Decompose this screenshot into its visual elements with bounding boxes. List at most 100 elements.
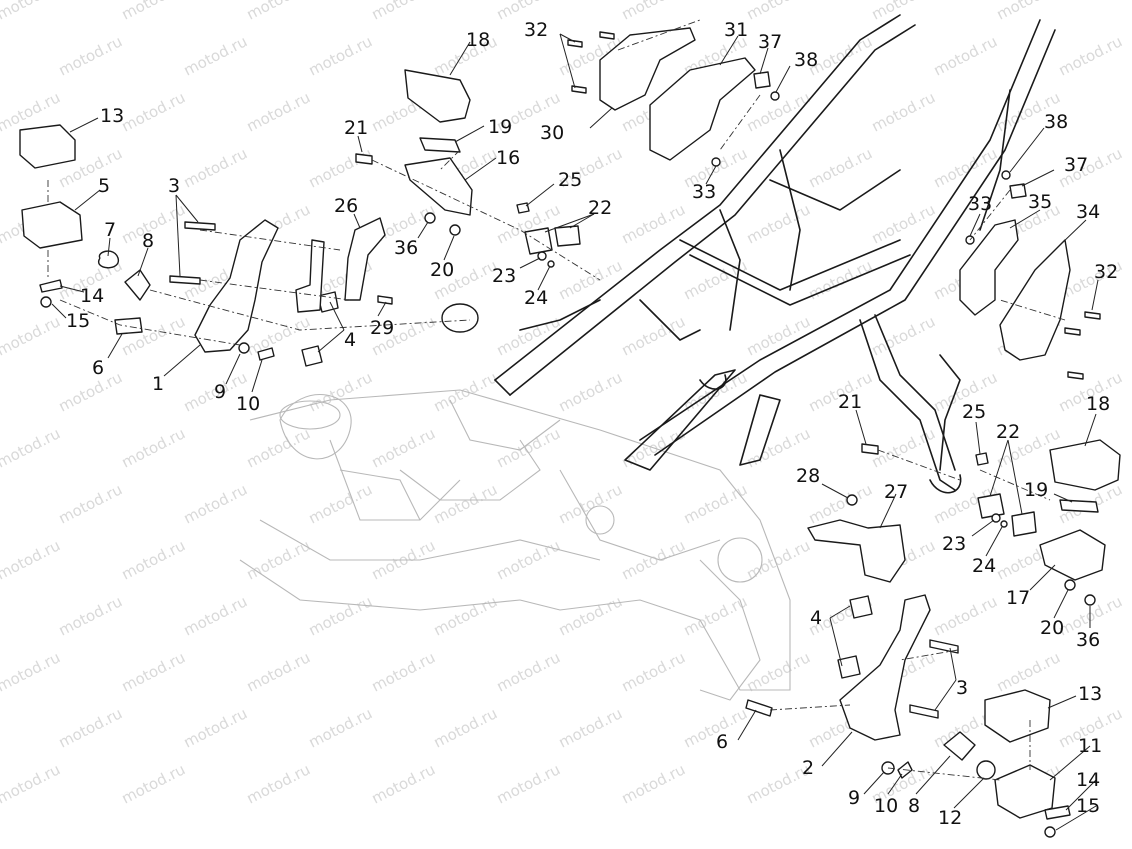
callout-10-right: 10: [874, 795, 898, 817]
footpeg-rubber-13: [19, 124, 76, 169]
watermark-text: motod.ru: [869, 0, 938, 24]
cap: [441, 303, 479, 333]
watermark-text: motod.ru: [119, 536, 188, 583]
ball-24b: [1000, 520, 1008, 528]
watermark-text: motod.ru: [244, 0, 313, 24]
callout-16: 16: [496, 147, 520, 169]
cover-35: [959, 219, 1019, 316]
watermark-text: motod.ru: [306, 144, 375, 191]
watermark-text: motod.ru: [56, 704, 125, 751]
footpeg-rubber-18b: [1049, 439, 1121, 491]
callout-28: 28: [796, 465, 820, 487]
bracket-2: [839, 594, 931, 741]
callout-11: 11: [1078, 735, 1102, 757]
spring-10: [257, 347, 275, 361]
watermark-text: motod.ru: [119, 0, 188, 24]
callout-3: 3: [168, 175, 180, 197]
pin-6: [114, 317, 143, 335]
footpeg-16: [404, 157, 473, 216]
watermark-text: motod.ru: [994, 648, 1063, 695]
plate-22c: [977, 493, 1005, 519]
bolt-3a: [184, 221, 216, 231]
callout-22-right: 22: [996, 421, 1020, 443]
watermark-text: motod.ru: [494, 760, 563, 807]
bracket-26: [344, 217, 386, 301]
watermark-text: motod.ru: [494, 424, 563, 471]
bolt-32d: [1084, 311, 1101, 320]
watermark-text: motod.ru: [181, 480, 250, 527]
bolt-3c: [929, 639, 959, 654]
washer-9: [238, 342, 250, 354]
callout-3-right: 3: [956, 677, 968, 699]
watermark-text: motod.ru: [181, 32, 250, 79]
watermark-text: motod.ru: [244, 88, 313, 135]
callout-5: 5: [98, 175, 110, 197]
callout-27: 27: [884, 481, 908, 503]
watermark-text: motod.ru: [806, 256, 875, 303]
nut-15: [40, 296, 52, 308]
rear-top-group: [567, 27, 780, 167]
callout-10: 10: [236, 393, 260, 415]
washer-14b: [1044, 805, 1071, 820]
watermark-text: motod.ru: [619, 0, 688, 24]
callout-32: 32: [524, 19, 548, 41]
bolt-29: [377, 295, 393, 305]
watermark-text: motod.ru: [869, 312, 938, 359]
callout-23-right: 23: [942, 533, 966, 555]
watermark-text: motod.ru: [56, 368, 125, 415]
callout-19-right: 19: [1024, 479, 1048, 501]
callout-7: 7: [104, 219, 116, 241]
watermark-text: motod.ru: [244, 648, 313, 695]
callout-12: 12: [938, 807, 962, 829]
watermark-text: motod.ru: [556, 704, 625, 751]
watermark-text: motod.ru: [431, 592, 500, 639]
callout-22: 22: [588, 197, 612, 219]
watermark-text: motod.ru: [119, 648, 188, 695]
watermark-text: motod.ru: [119, 760, 188, 807]
watermark-text: motod.ru: [931, 144, 1000, 191]
watermark-text: motod.ru: [306, 368, 375, 415]
watermark-text: motod.ru: [56, 592, 125, 639]
spring-12: [976, 760, 996, 780]
callout-37-right: 37: [1064, 154, 1088, 176]
bolt-3d: [909, 704, 939, 719]
callout-37: 37: [758, 31, 782, 53]
watermark-text: motod.ru: [619, 312, 688, 359]
watermark-text: motod.ru: [306, 592, 375, 639]
rubber-4d: [837, 655, 861, 679]
watermark-text: motod.ru: [431, 480, 500, 527]
ball-24a: [547, 260, 555, 268]
callout-32-right: 32: [1094, 261, 1118, 283]
callout-17: 17: [1006, 587, 1030, 609]
washer-14: [39, 279, 63, 293]
main-frame: [494, 14, 1056, 494]
bolt-32b: [599, 31, 615, 40]
footpeg-17: [1039, 529, 1106, 581]
insert-37a: [753, 71, 771, 89]
bolt-36b: [1084, 594, 1096, 606]
callout-33-right: 33: [968, 193, 992, 215]
watermark-text: motod.ru: [494, 648, 563, 695]
cover-31: [649, 57, 756, 161]
watermark-text: motod.ru: [431, 704, 500, 751]
washer-19a: [419, 137, 461, 153]
callout-24: 24: [524, 287, 548, 309]
bolt-32f: [1067, 371, 1084, 380]
upper-left-peg-group: [404, 69, 581, 268]
watermark-text: motod.ru: [556, 592, 625, 639]
watermark-text: motod.ru: [556, 480, 625, 527]
callout-33: 33: [692, 181, 716, 203]
bolt-20a: [449, 224, 461, 236]
watermark-text: motod.ru: [369, 648, 438, 695]
watermark-text: motod.ru: [619, 648, 688, 695]
watermark-text: motod.ru: [119, 424, 188, 471]
callout-8-right: 8: [908, 795, 920, 817]
watermark-text: motod.ru: [0, 760, 63, 807]
callout-20: 20: [430, 259, 454, 281]
watermark-text: motod.ru: [0, 536, 63, 583]
callout-25: 25: [558, 169, 582, 191]
callout-18-right: 18: [1086, 393, 1110, 415]
callout-13: 13: [100, 105, 124, 127]
cover-30: [599, 27, 696, 111]
watermark-text: motod.ru: [369, 424, 438, 471]
